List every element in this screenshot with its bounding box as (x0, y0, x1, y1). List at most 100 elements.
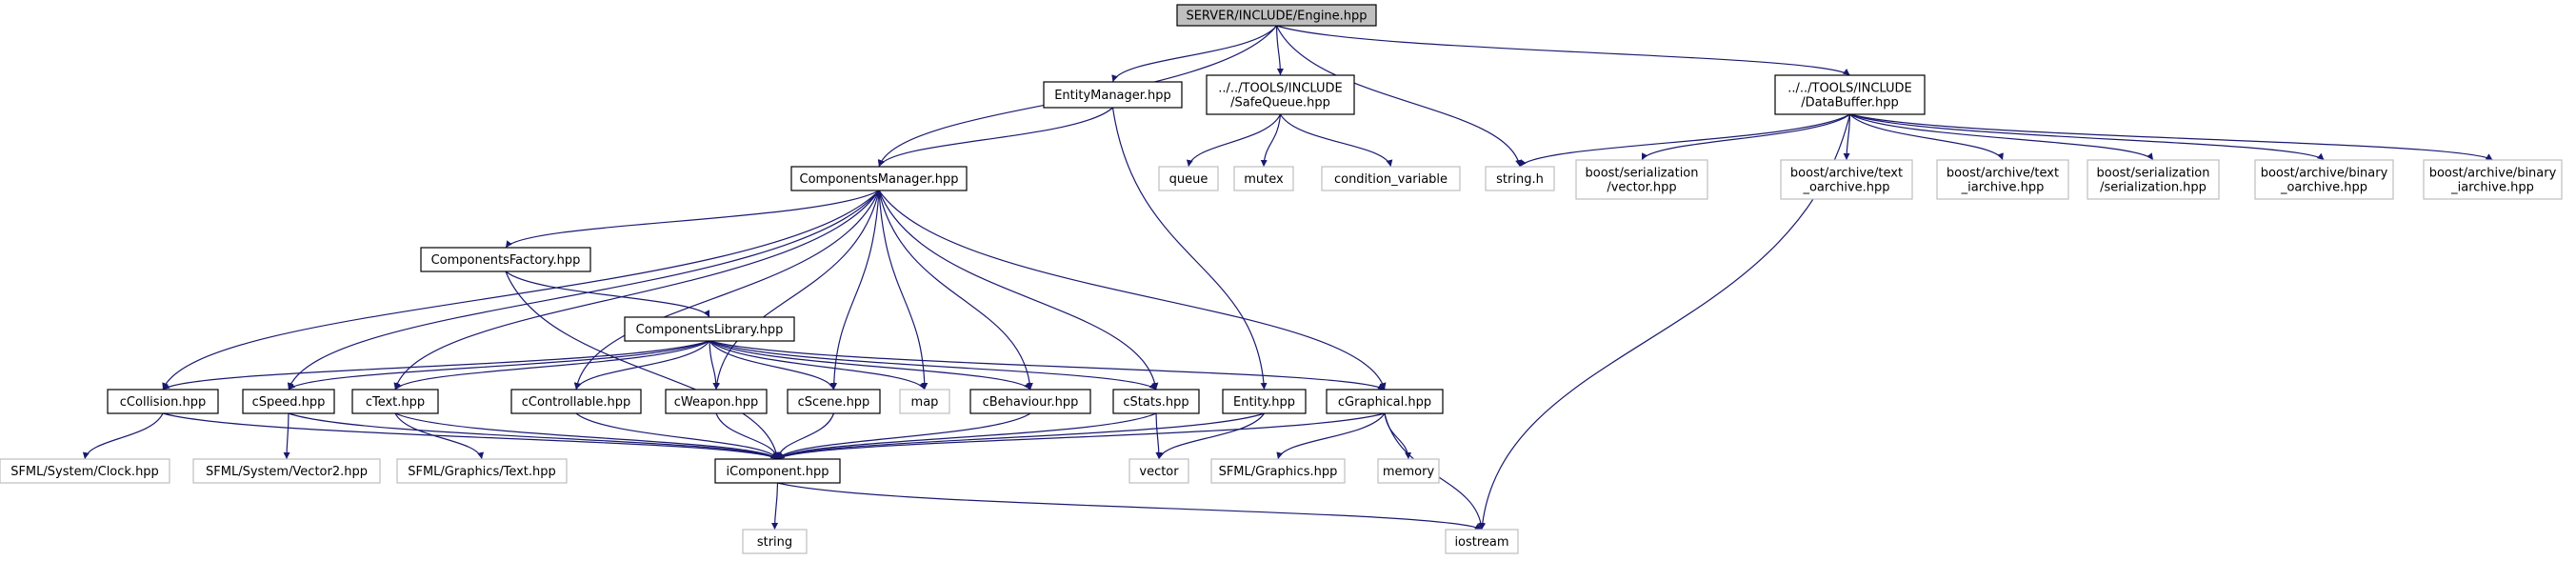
edge-cspeed-to-icomponent (288, 412, 778, 460)
node-safequeue[interactable]: ../../TOOLS/INCLUDE/SafeQueue.hpp (1206, 74, 1355, 115)
edge-entity-to-icomponent (777, 412, 1265, 460)
node-cbehaviour[interactable]: cBehaviour.hpp (969, 389, 1091, 414)
node-label: cScene.hpp (798, 395, 870, 410)
node-label: SFML/Graphics.hpp (1219, 465, 1338, 479)
edge-engine-to-databuffer (1276, 25, 1850, 76)
node-box (1206, 74, 1355, 115)
node-label: ../../TOOLS/INCLUDE (1787, 82, 1912, 96)
node-label: EntityManager.hpp (1054, 89, 1171, 103)
node-ccontrollable[interactable]: cControllable.hpp (510, 389, 642, 414)
node-box (1233, 166, 1294, 191)
node-box (2087, 159, 2220, 200)
node-map: map (899, 389, 950, 414)
edge-components_library-to-cspeed (288, 340, 710, 391)
edge-components_manager-to-ctext (393, 190, 880, 391)
edge-ccollision-to-icomponent (162, 412, 778, 460)
node-label: mutex (1244, 172, 1284, 187)
node-label: queue (1169, 172, 1208, 187)
node-mutex: mutex (1233, 166, 1294, 191)
node-label: cGraphical.hpp (1338, 395, 1431, 410)
node-box (1445, 529, 1519, 554)
node-label: iComponent.hpp (727, 465, 829, 479)
node-label: vector (1139, 465, 1179, 479)
node-label: Entity.hpp (1233, 395, 1295, 410)
node-box (107, 389, 219, 414)
edge-components_manager-to-map (878, 190, 929, 391)
edge-cgraphical-to-sfml_graphics (1276, 412, 1386, 460)
node-box (665, 389, 768, 414)
edge-cstats-to-icomponent (777, 412, 1157, 460)
edge-icomponent-to-iostream (777, 482, 1483, 531)
node-box (714, 458, 841, 484)
edge-components_library-to-ccontrollable (574, 340, 710, 391)
edge-components_manager-to-ccontrollable (573, 190, 880, 391)
node-serialization: boost/serialization/serialization.hpp (2087, 159, 2220, 200)
edge-databuffer-to-ser_vector (1641, 113, 1850, 161)
edge-components_manager-to-cbehaviour (878, 190, 1033, 391)
node-entity-manager[interactable]: EntityManager.hpp (1043, 81, 1183, 109)
edge-components_manager-to-cstats (878, 190, 1159, 391)
node-components-library[interactable]: ComponentsLibrary.hpp (624, 316, 795, 342)
edge-cbehaviour-to-icomponent (776, 412, 1031, 460)
node-ccollision[interactable]: cCollision.hpp (107, 389, 219, 414)
node-label: boost/archive/text (1947, 167, 2059, 181)
node-cgraphical[interactable]: cGraphical.hpp (1326, 389, 1444, 414)
node-box (624, 316, 795, 342)
edge-cgraphical-to-icomponent (777, 412, 1386, 460)
node-ser-vector: boost/serialization/vector.hpp (1575, 159, 1708, 200)
node-binary-oarchive: boost/archive/binary_oarchive.hpp (2254, 159, 2394, 200)
node-cspeed[interactable]: cSpeed.hpp (242, 389, 335, 414)
node-box (396, 458, 568, 484)
node-label: SFML/Graphics/Text.hpp (408, 465, 556, 479)
node-databuffer[interactable]: ../../TOOLS/INCLUDE/DataBuffer.hpp (1774, 74, 1926, 115)
node-label: cText.hpp (366, 395, 425, 410)
node-icomponent[interactable]: iComponent.hpp (714, 458, 841, 484)
edge-entity_manager-to-components_manager (878, 107, 1113, 168)
node-label: SFML/System/Vector2.hpp (206, 465, 368, 479)
node-components-manager[interactable]: ComponentsManager.hpp (790, 166, 968, 191)
node-box (742, 529, 808, 554)
node-box (1176, 4, 1377, 27)
node-box (969, 389, 1091, 414)
node-string-h: string.h (1485, 166, 1555, 191)
node-box (790, 166, 968, 191)
node-label: boost/serialization (1585, 167, 1698, 181)
node-label: /vector.hpp (1607, 181, 1676, 195)
node-label: iostream (1454, 535, 1508, 550)
node-cstats[interactable]: cStats.hpp (1112, 389, 1200, 414)
node-label: /SafeQueue.hpp (1230, 96, 1330, 110)
node-box (1377, 458, 1440, 484)
edge-components_library-to-map (709, 340, 926, 391)
node-box (351, 389, 439, 414)
node-components-factory[interactable]: ComponentsFactory.hpp (420, 247, 591, 272)
node-label: cSpeed.hpp (252, 395, 326, 410)
node-engine[interactable]: SERVER/INCLUDE/Engine.hpp (1176, 4, 1377, 27)
node-cscene[interactable]: cScene.hpp (787, 389, 881, 414)
edge-safequeue-to-queue (1186, 113, 1282, 168)
node-memory: memory (1377, 458, 1440, 484)
node-ctext[interactable]: cText.hpp (351, 389, 439, 414)
node-iostream: iostream (1445, 529, 1519, 554)
node-label: boost/archive/binary (2261, 167, 2388, 181)
node-sfml-vector2: SFML/System/Vector2.hpp (192, 458, 381, 484)
edge-databuffer-to-binary_oarchive (1849, 113, 2325, 161)
node-label: /DataBuffer.hpp (1801, 96, 1899, 110)
edge-databuffer-to-text_oarchive (1843, 113, 1851, 161)
node-label: cStats.hpp (1123, 395, 1188, 410)
node-label: map (911, 395, 939, 410)
edge-components_manager-to-cgraphical (878, 190, 1387, 391)
node-label: boost/serialization (2096, 167, 2209, 181)
node-label: boost/archive/binary (2429, 167, 2557, 181)
edge-databuffer-to-serialization (1849, 113, 2154, 161)
edge-components_library-to-cbehaviour (709, 340, 1031, 391)
edge-components_manager-to-ccollision (162, 190, 880, 391)
node-label: /serialization.hpp (2100, 181, 2207, 195)
edge-components_library-to-ctext (394, 340, 710, 391)
node-cweapon[interactable]: cWeapon.hpp (665, 389, 768, 414)
node-vector: vector (1128, 458, 1189, 484)
node-label: SERVER/INCLUDE/Engine.hpp (1186, 10, 1367, 24)
edge-engine-to-string_h (1275, 25, 1523, 168)
node-entity[interactable]: Entity.hpp (1222, 389, 1307, 414)
edge-engine-to-entity_manager (1111, 25, 1277, 83)
